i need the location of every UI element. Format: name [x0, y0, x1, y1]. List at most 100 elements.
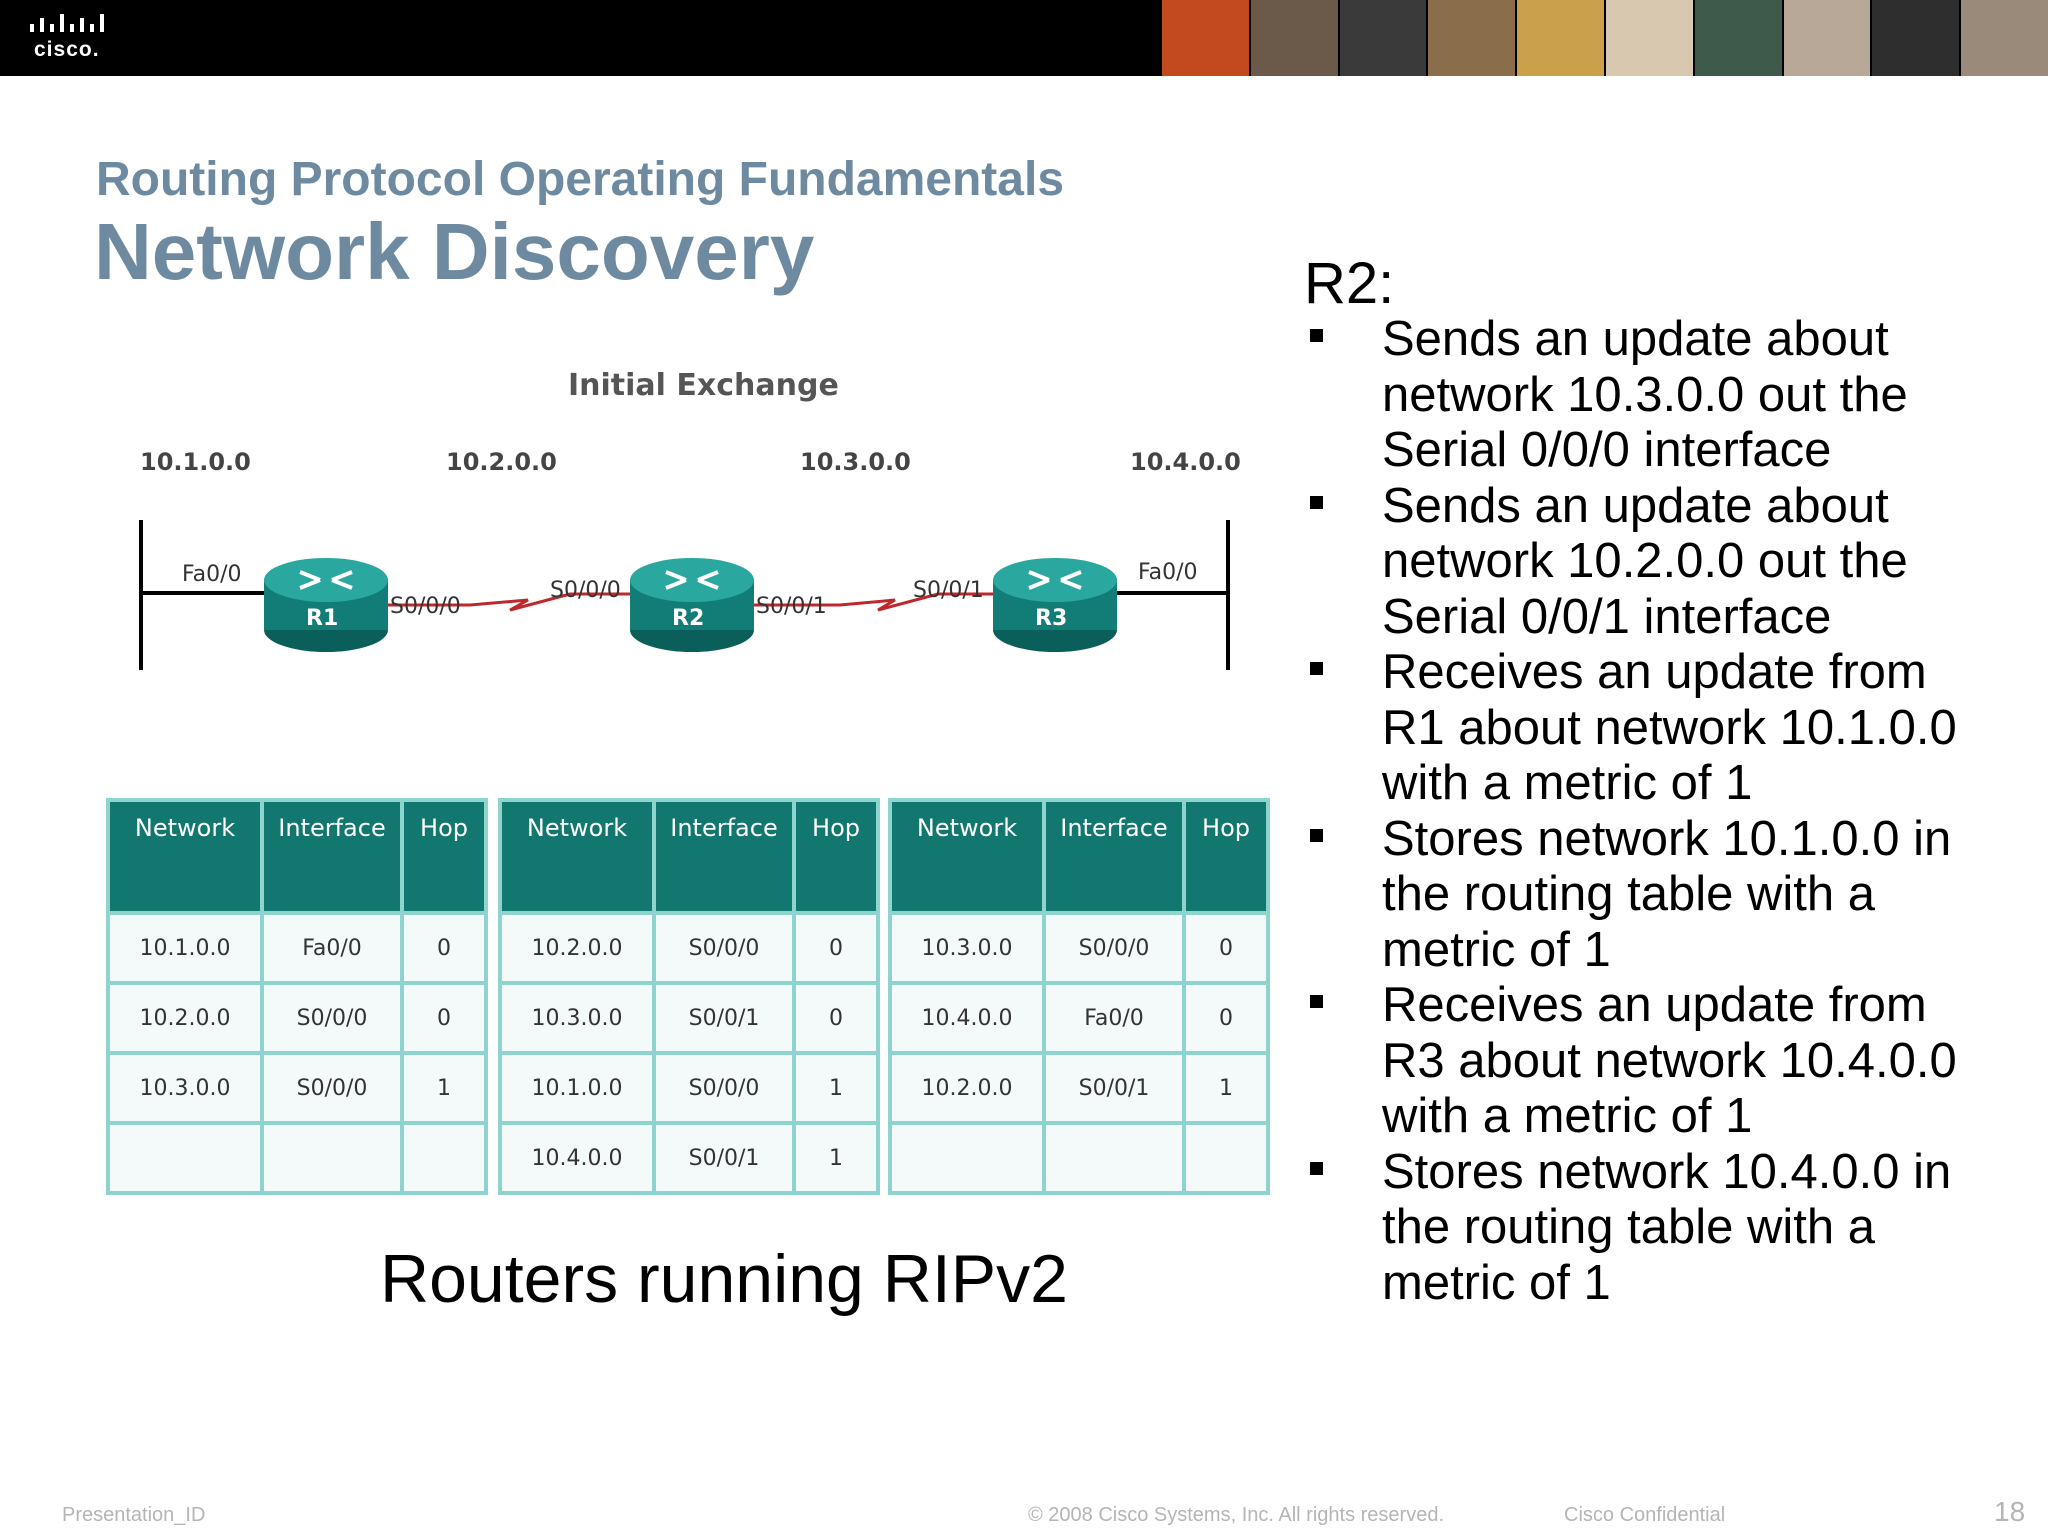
network-label-4: 10.4.0.0 [1130, 448, 1241, 476]
table-cell: 1 [796, 1125, 876, 1191]
routing-table-r1: Network Interface Hop 10.1.0.0 Fa0/0 0 1… [106, 798, 488, 1195]
cisco-bars-icon [30, 14, 104, 32]
table-cell: 10.2.0.0 [502, 915, 652, 981]
table-cell: S0/0/1 [1046, 1055, 1182, 1121]
table-cell: 10.2.0.0 [892, 1055, 1042, 1121]
table-cell: 0 [796, 985, 876, 1051]
column-header: Interface [1046, 802, 1182, 911]
table-cell: Fa0/0 [1046, 985, 1182, 1051]
photo-tile [1603, 0, 1693, 76]
serial-link-r2-r3 [750, 592, 1000, 612]
network-label-2: 10.2.0.0 [446, 448, 557, 476]
network-label-3: 10.3.0.0 [800, 448, 911, 476]
column-header: Network [502, 802, 652, 911]
table-cell: S0/0/1 [656, 1125, 792, 1191]
table-row: 10.3.0.0 S0/0/0 1 [110, 1055, 484, 1121]
bullet-square-icon [1310, 995, 1323, 1008]
table-cell [110, 1125, 260, 1191]
r2-bullet-list: Sends an update about network 10.3.0.0 o… [1300, 312, 2000, 1311]
table-cell: 10.1.0.0 [502, 1055, 652, 1121]
table-cell [892, 1125, 1042, 1191]
list-item: Sends an update about network 10.3.0.0 o… [1300, 312, 2000, 479]
list-item: Receives an update from R3 about network… [1300, 978, 2000, 1145]
table-cell: 0 [1186, 915, 1266, 981]
table-cell: S0/0/0 [264, 985, 400, 1051]
photo-tile [1692, 0, 1782, 76]
photo-tile [1248, 0, 1338, 76]
interface-label-r2-s001: S0/0/1 [756, 594, 827, 619]
photo-tile [1870, 0, 1960, 76]
table-cell: S0/0/1 [656, 985, 792, 1051]
table-cell: 0 [1186, 985, 1266, 1051]
header-banner: cisco. [0, 0, 2048, 76]
footer-presentation-id: Presentation_ID [62, 1504, 206, 1526]
table-cell: 1 [1186, 1055, 1266, 1121]
table-row: 10.3.0.0 S0/0/0 0 [892, 915, 1266, 981]
interface-label-r1-fa00: Fa0/0 [182, 562, 242, 587]
photo-tile [1160, 0, 1249, 76]
bullet-text: Stores network 10.1.0.0 in the routing t… [1382, 811, 1952, 977]
table-cell: 1 [404, 1055, 484, 1121]
people-photo-strip [1160, 0, 2048, 76]
table-cell: 10.3.0.0 [892, 915, 1042, 981]
footer-copyright: © 2008 Cisco Systems, Inc. All rights re… [1028, 1504, 1445, 1526]
router-r3-icon [993, 558, 1117, 652]
bullet-text: Sends an update about network 10.2.0.0 o… [1382, 478, 1908, 644]
interface-label-r2-s000: S0/0/0 [550, 578, 621, 603]
bullet-text: Receives an update from R3 about network… [1382, 978, 1957, 1143]
table-row [892, 1125, 1266, 1191]
interface-label-r3-s001: S0/0/1 [913, 578, 984, 603]
table-cell [1046, 1125, 1182, 1191]
table-row: 10.2.0.0 S0/0/1 1 [892, 1055, 1266, 1121]
table-row [110, 1125, 484, 1191]
table-row: 10.1.0.0 Fa0/0 0 [110, 915, 484, 981]
router-r3-label: R3 [1035, 606, 1068, 631]
column-header: Hop [404, 802, 484, 911]
table-cell: S0/0/0 [264, 1055, 400, 1121]
footer-confidential: Cisco Confidential [1564, 1504, 1726, 1526]
router-r1-label: R1 [306, 606, 339, 631]
table-row: 10.2.0.0 S0/0/0 0 [502, 915, 876, 981]
list-item: Receives an update from R1 about network… [1300, 645, 2000, 812]
slide-title: Network Discovery [94, 207, 815, 296]
table-cell: 10.1.0.0 [110, 915, 260, 981]
table-cell: S0/0/0 [656, 915, 792, 981]
cisco-logo: cisco. [28, 14, 128, 62]
cisco-logo-text: cisco. [34, 38, 100, 61]
list-item: Sends an update about network 10.2.0.0 o… [1300, 479, 2000, 646]
network-topology-diagram [139, 520, 1230, 670]
column-header: Hop [796, 802, 876, 911]
router-r2-label: R2 [672, 606, 705, 631]
router-r2-icon [630, 558, 754, 652]
diagram-bottom-caption: Routers running RIPv2 [380, 1241, 1068, 1317]
page-number: 18 [1994, 1496, 2026, 1527]
column-header: Interface [264, 802, 400, 911]
list-item: Stores network 10.1.0.0 in the routing t… [1300, 812, 2000, 979]
routing-table-r2: Network Interface Hop 10.2.0.0 S0/0/0 0 … [498, 798, 880, 1195]
table-cell: 0 [404, 915, 484, 981]
column-header: Interface [656, 802, 792, 911]
table-row: 10.2.0.0 S0/0/0 0 [110, 985, 484, 1051]
table-cell: Fa0/0 [264, 915, 400, 981]
bullet-text: Receives an update from R1 about network… [1382, 645, 1957, 810]
bullet-square-icon [1310, 495, 1323, 509]
column-header: Network [892, 802, 1042, 911]
table-cell: 10.4.0.0 [892, 985, 1042, 1051]
table-cell [264, 1125, 400, 1191]
routing-table-r3: Network Interface Hop 10.3.0.0 S0/0/0 0 … [888, 798, 1270, 1195]
network-label-1: 10.1.0.0 [140, 448, 251, 476]
router-r1-icon [264, 558, 388, 652]
table-row: 10.1.0.0 S0/0/0 1 [502, 1055, 876, 1121]
table-cell: 10.3.0.0 [502, 985, 652, 1051]
table-cell [1186, 1125, 1266, 1191]
interface-label-r1-s000: S0/0/0 [390, 594, 461, 619]
table-cell: 10.4.0.0 [502, 1125, 652, 1191]
bullet-text: Stores network 10.4.0.0 in the routing t… [1382, 1144, 1952, 1310]
interface-label-r3-fa00: Fa0/0 [1138, 560, 1198, 585]
column-header: Network [110, 802, 260, 911]
photo-tile [1426, 0, 1516, 76]
table-cell: S0/0/0 [1046, 915, 1182, 981]
bullet-square-icon [1310, 1161, 1323, 1175]
serial-link-r1-r2 [385, 592, 635, 612]
table-cell [404, 1125, 484, 1191]
